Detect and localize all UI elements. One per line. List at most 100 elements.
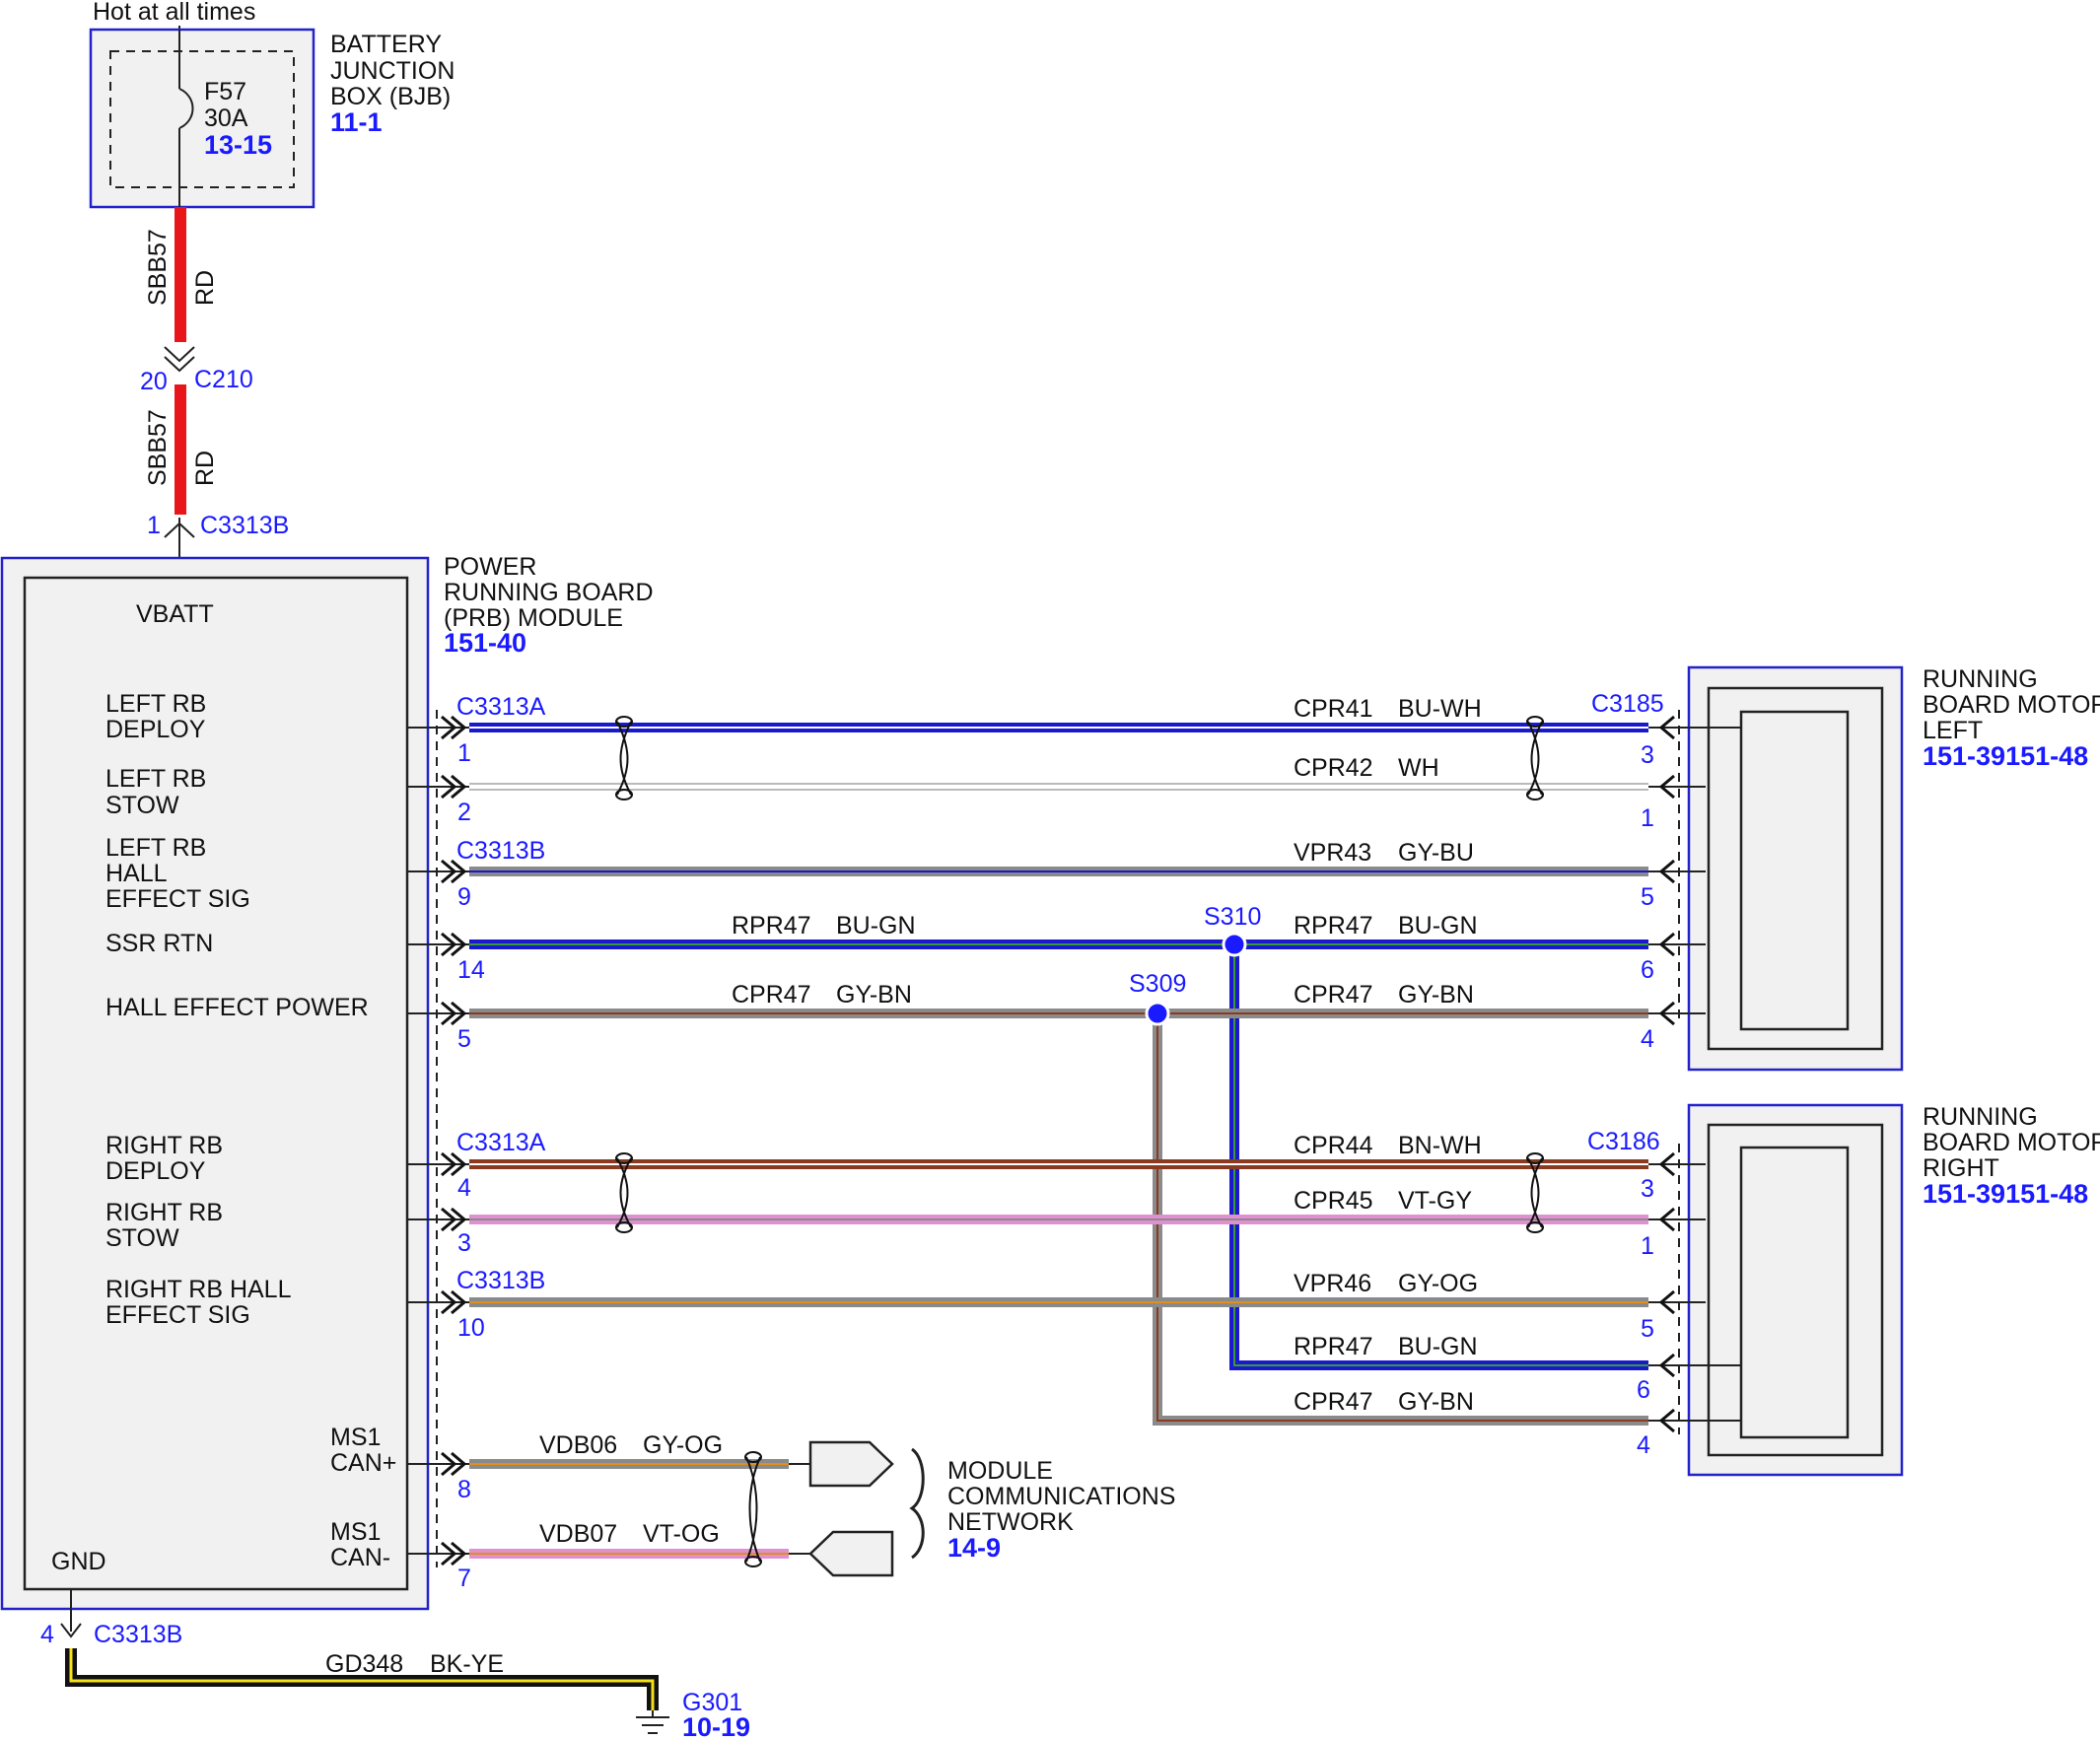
wire-gd348	[65, 1648, 659, 1710]
conn-c3186: C3186	[1587, 1128, 1660, 1155]
pin-cpr47r-motor: 4	[1637, 1431, 1650, 1459]
pin-label-left-stow-1: LEFT RB	[105, 765, 206, 793]
fuse-rating: 30A	[204, 104, 248, 132]
label-rpr47a-color: BU-GN	[836, 912, 916, 940]
ground-name: G301	[682, 1689, 742, 1716]
prb-ref-link[interactable]: 151-40	[444, 628, 526, 658]
label-cpr41-color: BU-WH	[1398, 695, 1482, 723]
pin-label-left-deploy-1: LEFT RB	[105, 690, 206, 718]
label-cpr45-color: VT-GY	[1398, 1187, 1472, 1215]
label-vpr46-circuit: VPR46	[1294, 1270, 1371, 1297]
pin-label-left-hall-1: LEFT RB	[105, 834, 206, 862]
bjb-box	[89, 28, 315, 209]
label-cpr47a-color: GY-BN	[836, 981, 912, 1009]
label-rpr47b-circuit: RPR47	[1294, 912, 1373, 940]
motor-right-title-1: RUNNING	[1923, 1103, 2038, 1131]
conn-c3313a-right: C3313A	[456, 1129, 546, 1156]
motor-right-title-3: RIGHT	[1923, 1154, 1999, 1182]
network-ref-link[interactable]: 14-9	[947, 1533, 1001, 1563]
label-rpr47r-circuit: RPR47	[1294, 1333, 1373, 1360]
prb-title-line2: RUNNING BOARD	[444, 579, 654, 606]
motor-pin-arrows	[1658, 715, 1675, 1433]
label-vdb07-color: VT-OG	[643, 1520, 720, 1548]
bjb-title-line1: BATTERY	[330, 31, 442, 58]
pin-label-can-minus-2: CAN-	[330, 1544, 390, 1571]
pin-rpr47r-motor: 6	[1637, 1376, 1650, 1404]
pin-cpr45-mod: 3	[457, 1229, 471, 1257]
feed-wire-color-lower: RD	[191, 451, 219, 486]
feed-wire-lower	[175, 384, 186, 515]
twisted-pair-icons	[615, 716, 1544, 1567]
label-cpr47r-color: GY-BN	[1398, 1388, 1474, 1416]
c210-arrow-icon	[164, 346, 195, 363]
network-title-1: MODULE	[947, 1457, 1053, 1485]
pin-rpr47-motor: 6	[1641, 956, 1654, 984]
label-vdb06-circuit: VDB06	[539, 1431, 617, 1459]
pin-rpr47-mod: 14	[457, 956, 485, 984]
pin-label-can-minus-1: MS1	[330, 1518, 381, 1546]
rpr47-splice-run	[1229, 944, 1648, 1370]
pin-cpr41-motor: 3	[1641, 741, 1654, 769]
splice-s309-label: S309	[1129, 970, 1186, 998]
motor-right-title-2: BOARD MOTOR,	[1923, 1129, 2100, 1156]
pin-vpr43-motor: 5	[1641, 883, 1654, 911]
label-cpr42-color: WH	[1398, 754, 1439, 782]
network-brace-icon	[909, 1447, 925, 1560]
motor-left-title-1: RUNNING	[1923, 665, 2038, 693]
splice-s310-label: S310	[1204, 903, 1261, 931]
feed-wire-circuit-upper: SBB57	[144, 229, 172, 306]
pin-cpr47-mod: 5	[457, 1025, 471, 1053]
ground-icon	[636, 1710, 669, 1734]
pin-cpr44-motor: 3	[1641, 1175, 1654, 1203]
pin-cpr44-mod: 4	[457, 1174, 471, 1202]
c210-name: C210	[194, 366, 253, 393]
label-rpr47b-color: BU-GN	[1398, 912, 1478, 940]
prb-title-line3: (PRB) MODULE	[444, 604, 623, 632]
pin-label-can-plus-2: CAN+	[330, 1449, 396, 1477]
c3313b-top-name: C3313B	[200, 512, 289, 539]
label-gd348-circuit: GD348	[325, 1650, 403, 1678]
label-vdb06-color: GY-OG	[643, 1431, 723, 1459]
pin-label-left-hall-2: HALL	[105, 860, 168, 887]
c210-pin: 20	[140, 368, 168, 395]
label-vpr46-color: GY-OG	[1398, 1270, 1478, 1297]
label-cpr47b-color: GY-BN	[1398, 981, 1474, 1009]
label-cpr47r-circuit: CPR47	[1294, 1388, 1373, 1416]
fuse-ref-link[interactable]: 13-15	[204, 130, 272, 160]
pin-label-left-deploy-2: DEPLOY	[105, 716, 206, 743]
pin-label-ssr-rtn: SSR RTN	[105, 930, 213, 957]
label-vpr43-circuit: VPR43	[1294, 839, 1371, 867]
splice-s309-dot	[1145, 1001, 1170, 1026]
ground-ref-link[interactable]: 10-19	[682, 1712, 750, 1740]
pin-label-left-hall-3: EFFECT SIG	[105, 885, 250, 913]
label-cpr47a-circuit: CPR47	[732, 981, 811, 1009]
conn-c3313b-right: C3313B	[456, 1267, 545, 1294]
label-vpr43-color: GY-BU	[1398, 839, 1474, 867]
bjb-title-line3: BOX (BJB)	[330, 83, 451, 110]
conn-c3313a-left: C3313A	[456, 693, 546, 721]
motor-left-inner	[1739, 710, 1850, 1031]
pin-label-vbatt: VBATT	[136, 600, 214, 628]
conn-c3185: C3185	[1591, 690, 1664, 718]
bjb-ref-link[interactable]: 11-1	[330, 107, 383, 137]
fuse-icon	[178, 88, 194, 129]
pin-vdb07-mod: 7	[457, 1565, 471, 1592]
c210-arrow-icon-2	[164, 356, 195, 373]
feed-wire-upper	[175, 207, 186, 342]
gnd-connector-arrow-icon	[60, 1623, 82, 1638]
pin-vpr46-motor: 5	[1641, 1315, 1654, 1343]
motor-right-ref-link[interactable]: 151-39151-48	[1923, 1179, 2088, 1209]
network-title-2: COMMUNICATIONS	[947, 1483, 1175, 1510]
pin-vdb06-mod: 8	[457, 1476, 471, 1503]
label-cpr42-circuit: CPR42	[1294, 754, 1373, 782]
pin-label-gnd: GND	[51, 1548, 106, 1575]
bjb-inner-box	[109, 50, 295, 188]
network-title-3: NETWORK	[947, 1508, 1074, 1536]
pin-cpr41-mod: 1	[457, 739, 471, 767]
feed-wire-circuit-lower: SBB57	[144, 409, 172, 486]
pin-vpr43-mod: 9	[457, 883, 471, 911]
label-rpr47r-color: BU-GN	[1398, 1333, 1478, 1360]
motor-left-ref-link[interactable]: 151-39151-48	[1923, 741, 2088, 771]
label-cpr41-circuit: CPR41	[1294, 695, 1373, 723]
